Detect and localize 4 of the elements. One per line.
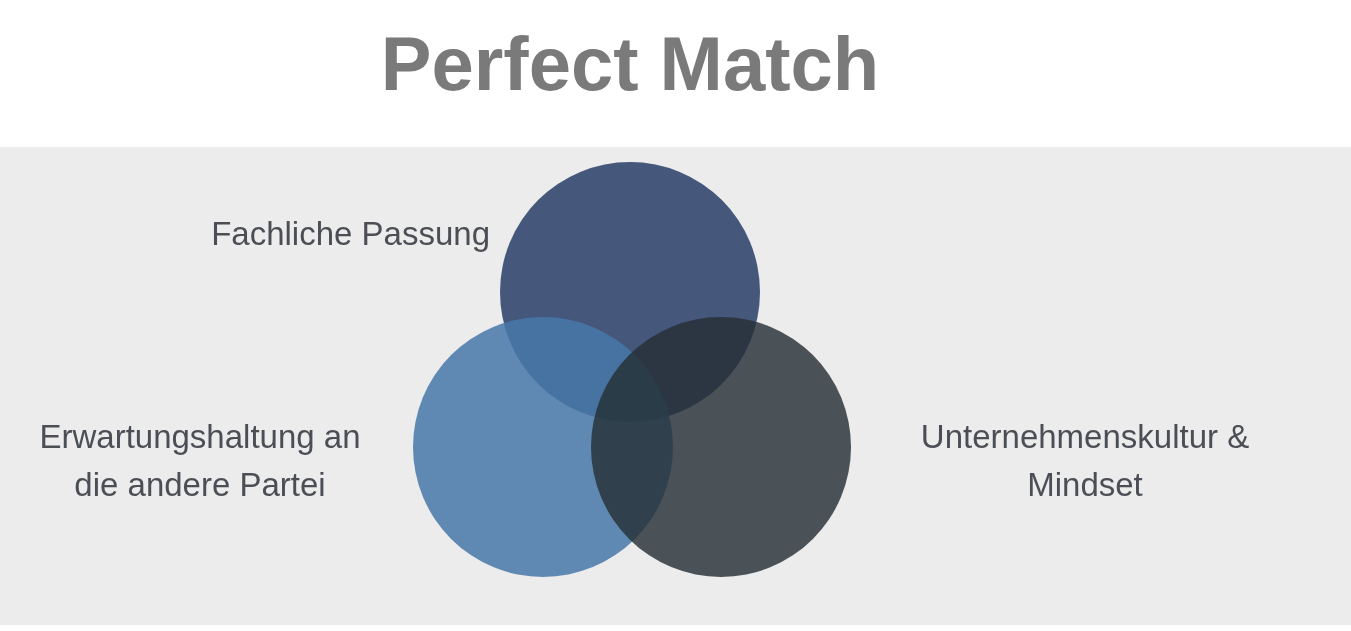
title: Perfect Match [379, 22, 881, 106]
circle-label: Erwartungshaltung an die andere Partei [38, 417, 362, 505]
circle-label: Unternehmenskultur & Mindset [919, 417, 1251, 505]
circle-label: Fachliche Passung [210, 214, 490, 254]
